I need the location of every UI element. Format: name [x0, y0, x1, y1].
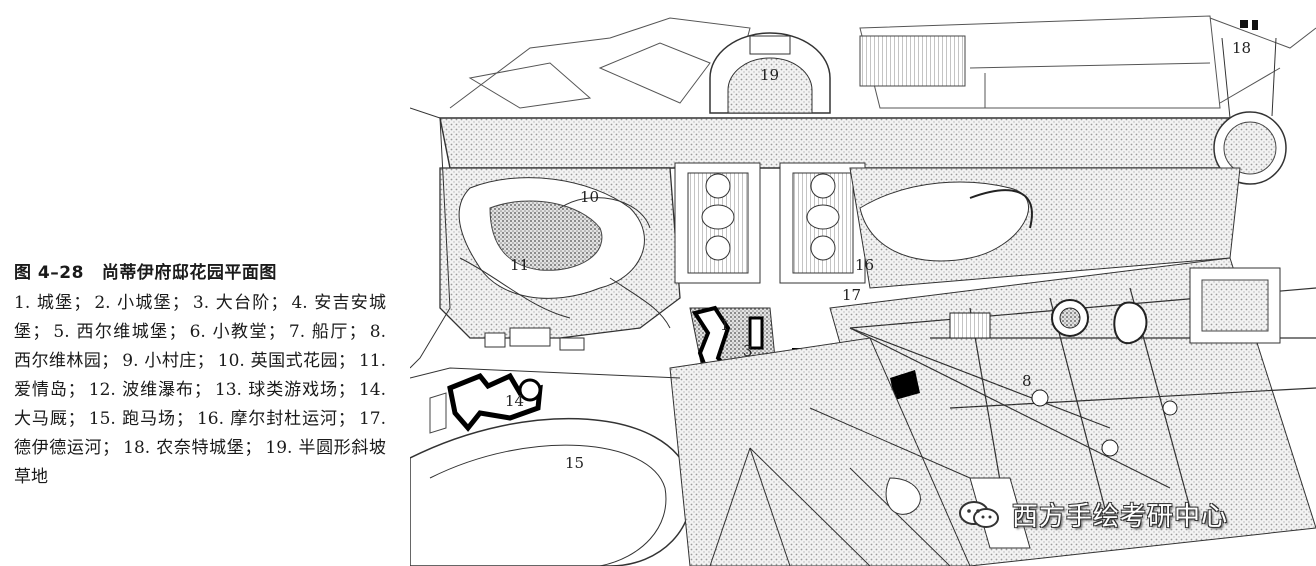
map-label-19: 19	[760, 66, 779, 84]
legend-item: 11. 爱情岛；	[14, 351, 387, 400]
west-buildings	[410, 107, 681, 379]
legend-item: 1. 城堡；	[14, 293, 91, 313]
legend-item: 7. 船厅；	[288, 322, 366, 342]
legend-list: 1. 城堡；2. 小城堡；3. 大台阶；4. 安吉安城堡；5. 西尔维城堡；6.…	[14, 289, 386, 492]
grand-stables	[429, 372, 543, 434]
legend-item: 17. 德伊德运河；	[14, 409, 386, 458]
map-label-11: 11	[510, 256, 529, 274]
legend-item: 4. 安吉安城堡；	[14, 293, 387, 342]
map-label-14: 14	[505, 392, 524, 410]
race-course	[410, 417, 693, 566]
legend-item: 3. 大台阶；	[192, 293, 288, 313]
legend-item: 18. 农奈特城堡；	[123, 438, 262, 458]
legend-item: 13. 球类游戏场；	[214, 380, 355, 400]
legend-item: 10. 英国式花园；	[217, 351, 355, 371]
legend-item: 8. 西尔维林园；	[14, 322, 387, 371]
watermark-text: 西方手绘考研中心	[1012, 502, 1229, 532]
map-label-18: 18	[1232, 39, 1251, 57]
plan-drawing: 1 3 8 10 11 14 15 16 17 18 19	[410, 15, 1316, 566]
grand-canal-band	[439, 117, 1241, 169]
figure-title: 尚蒂伊府邸花园平面图	[101, 263, 277, 283]
figure-number: 图 4–28	[14, 263, 84, 283]
north-parterre-stripes	[859, 35, 966, 87]
legend-item: 12. 波维瀑布；	[88, 380, 211, 400]
english-garden	[439, 167, 681, 339]
circular-basin	[1213, 20, 1287, 185]
hemicycle-lawn	[709, 32, 831, 114]
map-label-17: 17	[842, 286, 861, 304]
caption-title: 图 4–28 尚蒂伊府邸花园平面图	[14, 258, 386, 283]
east-square	[1189, 267, 1281, 344]
map-label-16: 16	[855, 256, 874, 274]
legend-item: 5. 西尔维城堡；	[53, 322, 186, 342]
southern-woods	[669, 337, 1031, 566]
map-label-15: 15	[565, 454, 584, 472]
legend-item: 14. 大马厩；	[14, 380, 386, 429]
garden-plan-map: 1 3 8 10 11 14 15 16 17 18 19	[410, 8, 1316, 566]
map-label-8: 8	[1022, 372, 1032, 390]
watermark: 西方手绘考研中心	[958, 496, 1228, 533]
map-label-10: 10	[580, 188, 599, 206]
legend-item: 6. 小教堂；	[189, 322, 285, 342]
legend-item: 15. 跑马场；	[88, 409, 193, 429]
north-urban-blocks	[449, 15, 1316, 109]
legend-item: 19. 半圆形斜坡草地	[14, 438, 386, 487]
figure-caption: 图 4–28 尚蒂伊府邸花园平面图 1. 城堡；2. 小城堡；3. 大台阶；4. …	[14, 258, 386, 492]
map-label-3: 3	[743, 342, 753, 360]
legend-item: 9. 小村庄；	[122, 351, 214, 371]
map-number-labels: 1 3 8 10 11 14 15 16 17 18 19	[505, 39, 1251, 472]
legend-item: 16. 摩尔封杜运河；	[196, 409, 355, 429]
wechat-icon	[958, 500, 1002, 530]
manche-canal-garden	[849, 167, 1241, 289]
map-label-1: 1	[720, 316, 730, 334]
central-parterres	[674, 162, 866, 284]
legend-item: 2. 小城堡；	[94, 293, 189, 313]
